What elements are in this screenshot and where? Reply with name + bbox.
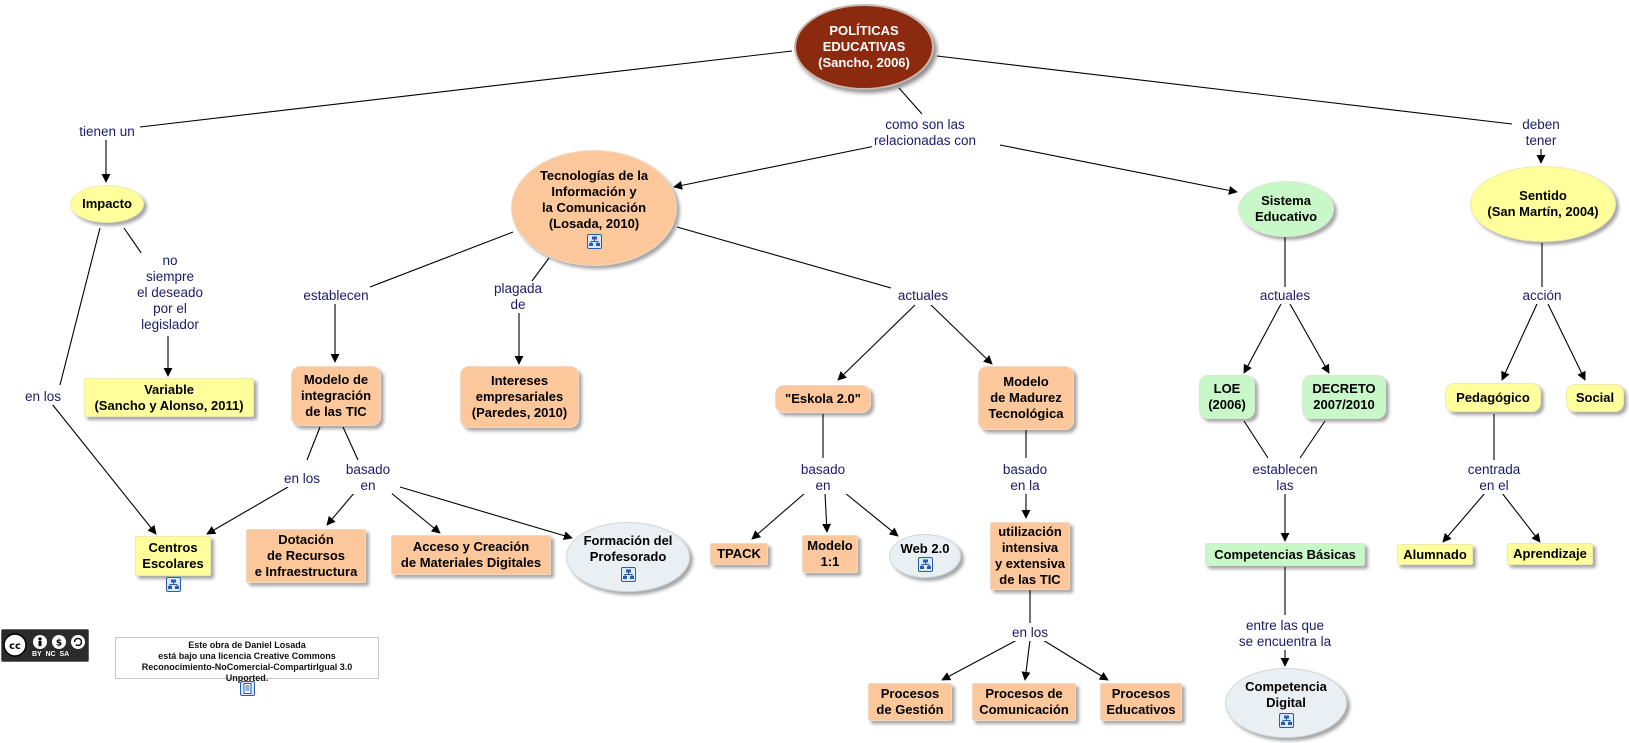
link-label-plagada-de: plagada de (491, 281, 545, 313)
node-label: Sentido (San Martín, 2004) (1487, 188, 1599, 219)
link-label-como-son: como son las relacionadas con (871, 117, 979, 149)
node-decreto[interactable]: DECRETO 2007/2010 (1302, 375, 1386, 419)
node-label: utilización intensiva y extensiva de las… (994, 524, 1066, 587)
node-label: Alumnado (1403, 546, 1467, 562)
link-label-en-los: en los (22, 389, 64, 405)
node-label: Sistema Educativo (1254, 193, 1318, 224)
node-acceso-creacion[interactable]: Acceso y Creación de Materiales Digitale… (391, 535, 551, 575)
node-label: Procesos de Gestión (876, 686, 944, 717)
node-eskola[interactable]: "Eskola 2.0" (775, 385, 871, 413)
link-label-tienen-un: tienen un (77, 124, 137, 140)
document-icon[interactable] (240, 681, 255, 696)
link-label-basado-en: basado en (798, 462, 848, 494)
node-dotacion[interactable]: Dotación de Recursos e Infraestructura (246, 529, 366, 583)
node-label: Modelo de Madurez Tecnológica (988, 374, 1064, 421)
node-competencias-basicas[interactable]: Competencias Básicas (1205, 543, 1365, 566)
node-utilizacion[interactable]: utilización intensiva y extensiva de las… (990, 522, 1070, 590)
node-label: Impacto (82, 196, 132, 211)
node-label: Dotación de Recursos e Infraestructura (254, 532, 358, 579)
node-label: Centros Escolares (142, 540, 204, 571)
node-label: Acceso y Creación de Materiales Digitale… (400, 539, 542, 570)
link-label-accion: acción (1520, 288, 1564, 304)
node-label: Procesos Educativos (1106, 686, 1176, 717)
link-label-actuales: actuales (895, 288, 951, 304)
node-alumnado[interactable]: Alumnado (1397, 544, 1473, 565)
node-aprendizaje[interactable]: Aprendizaje (1507, 543, 1593, 565)
node-label: Modelo de integración de las TIC (300, 372, 372, 419)
svg-text:$: $ (56, 639, 62, 649)
cc-logo-icon: cc $ (3, 633, 85, 657)
node-centros-escolares[interactable]: Centros Escolares (135, 536, 211, 576)
node-modelo-madurez[interactable]: Modelo de Madurez Tecnológica (978, 366, 1074, 430)
node-label: POLÍTICAS EDUCATIVAS (Sancho, 2006) (818, 23, 910, 70)
node-label: Pedagógico (1456, 389, 1530, 405)
node-label: Tecnologías de la Información y la Comun… (539, 167, 649, 231)
node-pedagogico[interactable]: Pedagógico (1445, 383, 1541, 412)
node-label: Social (1575, 390, 1615, 405)
link-label-basado-en-la: basado en la (1000, 462, 1050, 494)
node-label: Formación del Profesorado (583, 532, 673, 564)
node-modelo-integracion[interactable]: Modelo de integración de las TIC (291, 366, 381, 426)
node-label: Competencias Básicas (1214, 546, 1356, 562)
node-label: Variable (Sancho y Alonso, 2011) (94, 381, 244, 413)
concept-map-resource-icon[interactable] (1278, 712, 1294, 728)
node-label: TPACK (717, 546, 761, 561)
concept-map-resource-icon[interactable] (917, 556, 933, 572)
link-label-no-siempre: no siempre el deseado por el legislador (134, 253, 206, 333)
link-label-en-los: en los (281, 471, 323, 487)
node-label: Modelo 1:1 (807, 538, 853, 569)
node-tpack[interactable]: TPACK (710, 543, 768, 565)
node-intereses-empresariales[interactable]: Intereses empresariales (Paredes, 2010) (460, 366, 579, 428)
node-label: Intereses empresariales (Paredes, 2010) (471, 373, 568, 420)
node-label: Competencia Digital (1245, 678, 1327, 710)
node-procesos-gestion[interactable]: Procesos de Gestión (868, 683, 952, 721)
node-procesos-comunicacion[interactable]: Procesos de Comunicación (972, 683, 1076, 721)
cc-badge-label: BY NC SA (32, 651, 70, 658)
link-label-deben-tener: deben tener (1520, 117, 1562, 149)
node-social[interactable]: Social (1566, 384, 1624, 412)
concept-map-resource-icon[interactable] (586, 233, 602, 249)
link-label-establecen-las: establecen las (1250, 462, 1320, 494)
node-impacto[interactable]: Impacto (70, 185, 144, 223)
node-variable[interactable]: Variable (Sancho y Alonso, 2011) (84, 378, 254, 417)
link-label-basado-en: basado en (343, 462, 393, 494)
link-label-en-los: en los (1009, 625, 1051, 641)
node-competencia-digital[interactable]: Competencia Digital (1225, 668, 1347, 738)
node-modelo-1-1[interactable]: Modelo 1:1 (802, 535, 858, 573)
node-loe[interactable]: LOE (2006) (1199, 375, 1255, 419)
node-label: Aprendizaje (1513, 546, 1587, 561)
node-tic[interactable]: Tecnologías de la Información y la Comun… (511, 150, 677, 266)
svg-text:cc: cc (9, 641, 21, 652)
link-label-entre-las-que: entre las que se encuentra la (1236, 618, 1334, 650)
node-sistema-educativo[interactable]: Sistema Educativo (1238, 181, 1334, 237)
node-label: DECRETO 2007/2010 (1312, 381, 1376, 412)
node-sentido[interactable]: Sentido (San Martín, 2004) (1470, 166, 1616, 242)
concept-map-resource-icon[interactable] (620, 566, 636, 582)
node-label: LOE (2006) (1208, 381, 1246, 412)
node-label: "Eskola 2.0" (785, 391, 861, 406)
link-label-establecen: establecen (301, 288, 371, 304)
link-label-centrada-en-el: centrada en el (1465, 462, 1523, 494)
node-formacion-profesorado[interactable]: Formación del Profesorado (566, 522, 690, 592)
concept-map-resource-icon[interactable] (166, 577, 181, 592)
node-politicas-educativas[interactable]: POLÍTICAS EDUCATIVAS (Sancho, 2006) (794, 4, 934, 90)
node-label: Web 2.0 (900, 540, 950, 556)
node-procesos-educativos[interactable]: Procesos Educativos (1100, 683, 1182, 721)
node-web20[interactable]: Web 2.0 (889, 534, 961, 578)
node-label: Procesos de Comunicación (979, 686, 1069, 717)
link-label-actuales: actuales (1257, 288, 1313, 304)
license-notice: Este obra de Daniel Losada está bajo una… (115, 637, 379, 683)
creative-commons-badge[interactable]: cc $ BY NC SA (1, 629, 89, 662)
